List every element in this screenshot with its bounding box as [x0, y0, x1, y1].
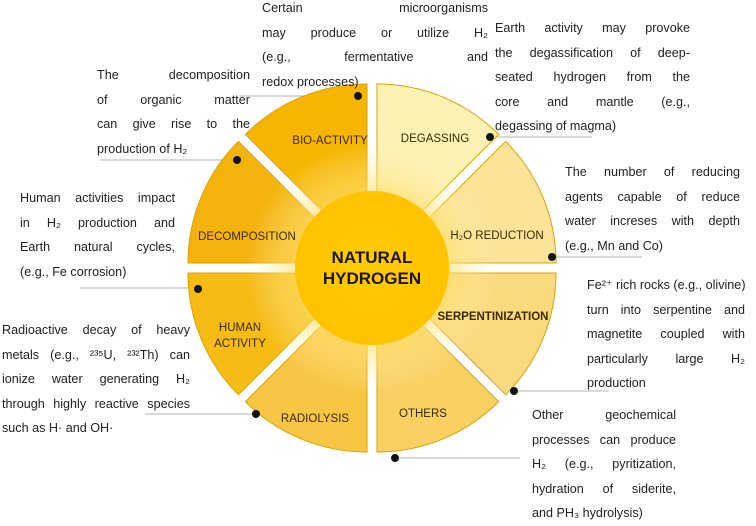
- description-line: Earth natural cycles,: [20, 240, 175, 254]
- description-line: Earth activity may provoke: [495, 21, 690, 35]
- description-line: in H₂ production and: [20, 215, 175, 230]
- description-line: Certain microorganisms: [262, 1, 488, 15]
- description-radiolysis: Radioactive decay of heavy metals (e.g., …: [2, 318, 190, 441]
- sector-label-human-activity: HUMAN: [219, 322, 261, 334]
- description-line: production of H₂: [97, 141, 188, 156]
- description-line: (e.g., fermentative and: [262, 50, 488, 64]
- description-line: (e.g., Fe corrosion): [20, 264, 127, 279]
- description-line: hydration of siderite,: [532, 481, 676, 496]
- description-line: agents capable of reduce: [565, 189, 740, 204]
- description-h2o-reduction: The number of reducing agents capable of …: [565, 160, 740, 258]
- description-line: production: [587, 376, 646, 390]
- leader-dot-decomposition: [233, 156, 241, 164]
- sector-labels: H₂O REDUCTION SERPENTINIZATION OTHERS RADIO…: [198, 133, 548, 425]
- leader-lines: [80, 95, 642, 459]
- center-circle: [295, 191, 449, 345]
- leader-dot-radiolysis: [252, 410, 260, 418]
- sector-label-others: OTHERS: [399, 408, 447, 420]
- center-title-line2: HYDROGEN: [323, 269, 421, 288]
- description-line: water increses with depth: [565, 214, 740, 228]
- description-line: Fe²⁺ rich rocks (e.g., olivine): [587, 278, 746, 292]
- leader-dots: [194, 92, 556, 462]
- description-line: seated hydrogen from the: [495, 70, 690, 84]
- description-line: H₂ (e.g., pyritization,: [532, 457, 676, 471]
- sector-label-serpentinization: SERPENTINIZATION: [438, 311, 549, 323]
- description-line: of organic matter: [97, 92, 250, 107]
- description-line: the degassification of deep-: [495, 45, 690, 60]
- description-line: redox processes): [262, 74, 359, 89]
- sector-label-degassing: DEGASSING: [401, 133, 469, 145]
- description-line: degassing of magma): [495, 119, 617, 133]
- description-serpentinization: Fe²⁺ rich rocks (e.g., olivine) turn into…: [587, 273, 746, 396]
- description-line: particularly large H₂: [587, 351, 745, 366]
- sector-label-bio-activity: BIO-ACTIVITY: [292, 135, 368, 147]
- description-line: and PH₃ hydrolysis): [532, 506, 643, 520]
- description-line: The number of reducing: [565, 165, 740, 179]
- description-line: Human activities impact: [20, 191, 175, 205]
- leader-dot-bio-activity: [354, 92, 362, 100]
- description-line: through highly reactive species: [2, 396, 190, 411]
- description-decomposition: The decomposition of organic matter can gi…: [97, 63, 250, 161]
- description-line: core and mantle (e.g.,: [495, 94, 690, 109]
- leader-dot-h2o-reduction: [548, 253, 556, 261]
- leader-dot-human-activity: [194, 285, 202, 293]
- description-line: may produce or utilize H₂: [262, 25, 488, 40]
- sector-label-radiolysis: RADIOLYSIS: [281, 413, 349, 425]
- description-line: The decomposition: [97, 68, 250, 82]
- center-title-line1: NATURAL: [332, 248, 413, 267]
- description-line: (e.g., Mn and Co): [565, 238, 663, 253]
- description-bio-activity: Certain microorganisms may produce or uti…: [262, 0, 488, 94]
- leader-dot-degassing: [486, 133, 494, 141]
- description-line: ionize water generating H₂: [2, 372, 190, 386]
- description-line: metals (e.g., ²³⁵U, ²³²Th) can: [2, 347, 190, 362]
- sector-label-h2o-reduction: H₂O REDUCTION: [450, 230, 543, 242]
- description-line: such as H· and OH·: [2, 421, 114, 435]
- leader-dot-serpentinization: [510, 387, 518, 395]
- description-line: Other geochemical: [532, 408, 676, 422]
- description-line: processes can produce: [532, 432, 676, 447]
- description-human-activity: Human activities impact in H₂ production …: [20, 186, 175, 284]
- sector-label-decomposition: DECOMPOSITION: [198, 231, 296, 243]
- description-degassing: Earth activity may provoke the degassific…: [495, 16, 690, 139]
- description-line: can give rise to the: [97, 117, 250, 131]
- description-line: turn into serpentine and: [587, 302, 745, 317]
- description-line: Radioactive decay of heavy: [2, 323, 190, 337]
- leader-dot-others: [391, 454, 399, 462]
- sector-label-human-activity: ACTIVITY: [214, 338, 266, 350]
- description-line: magnetite coupled with: [587, 327, 745, 341]
